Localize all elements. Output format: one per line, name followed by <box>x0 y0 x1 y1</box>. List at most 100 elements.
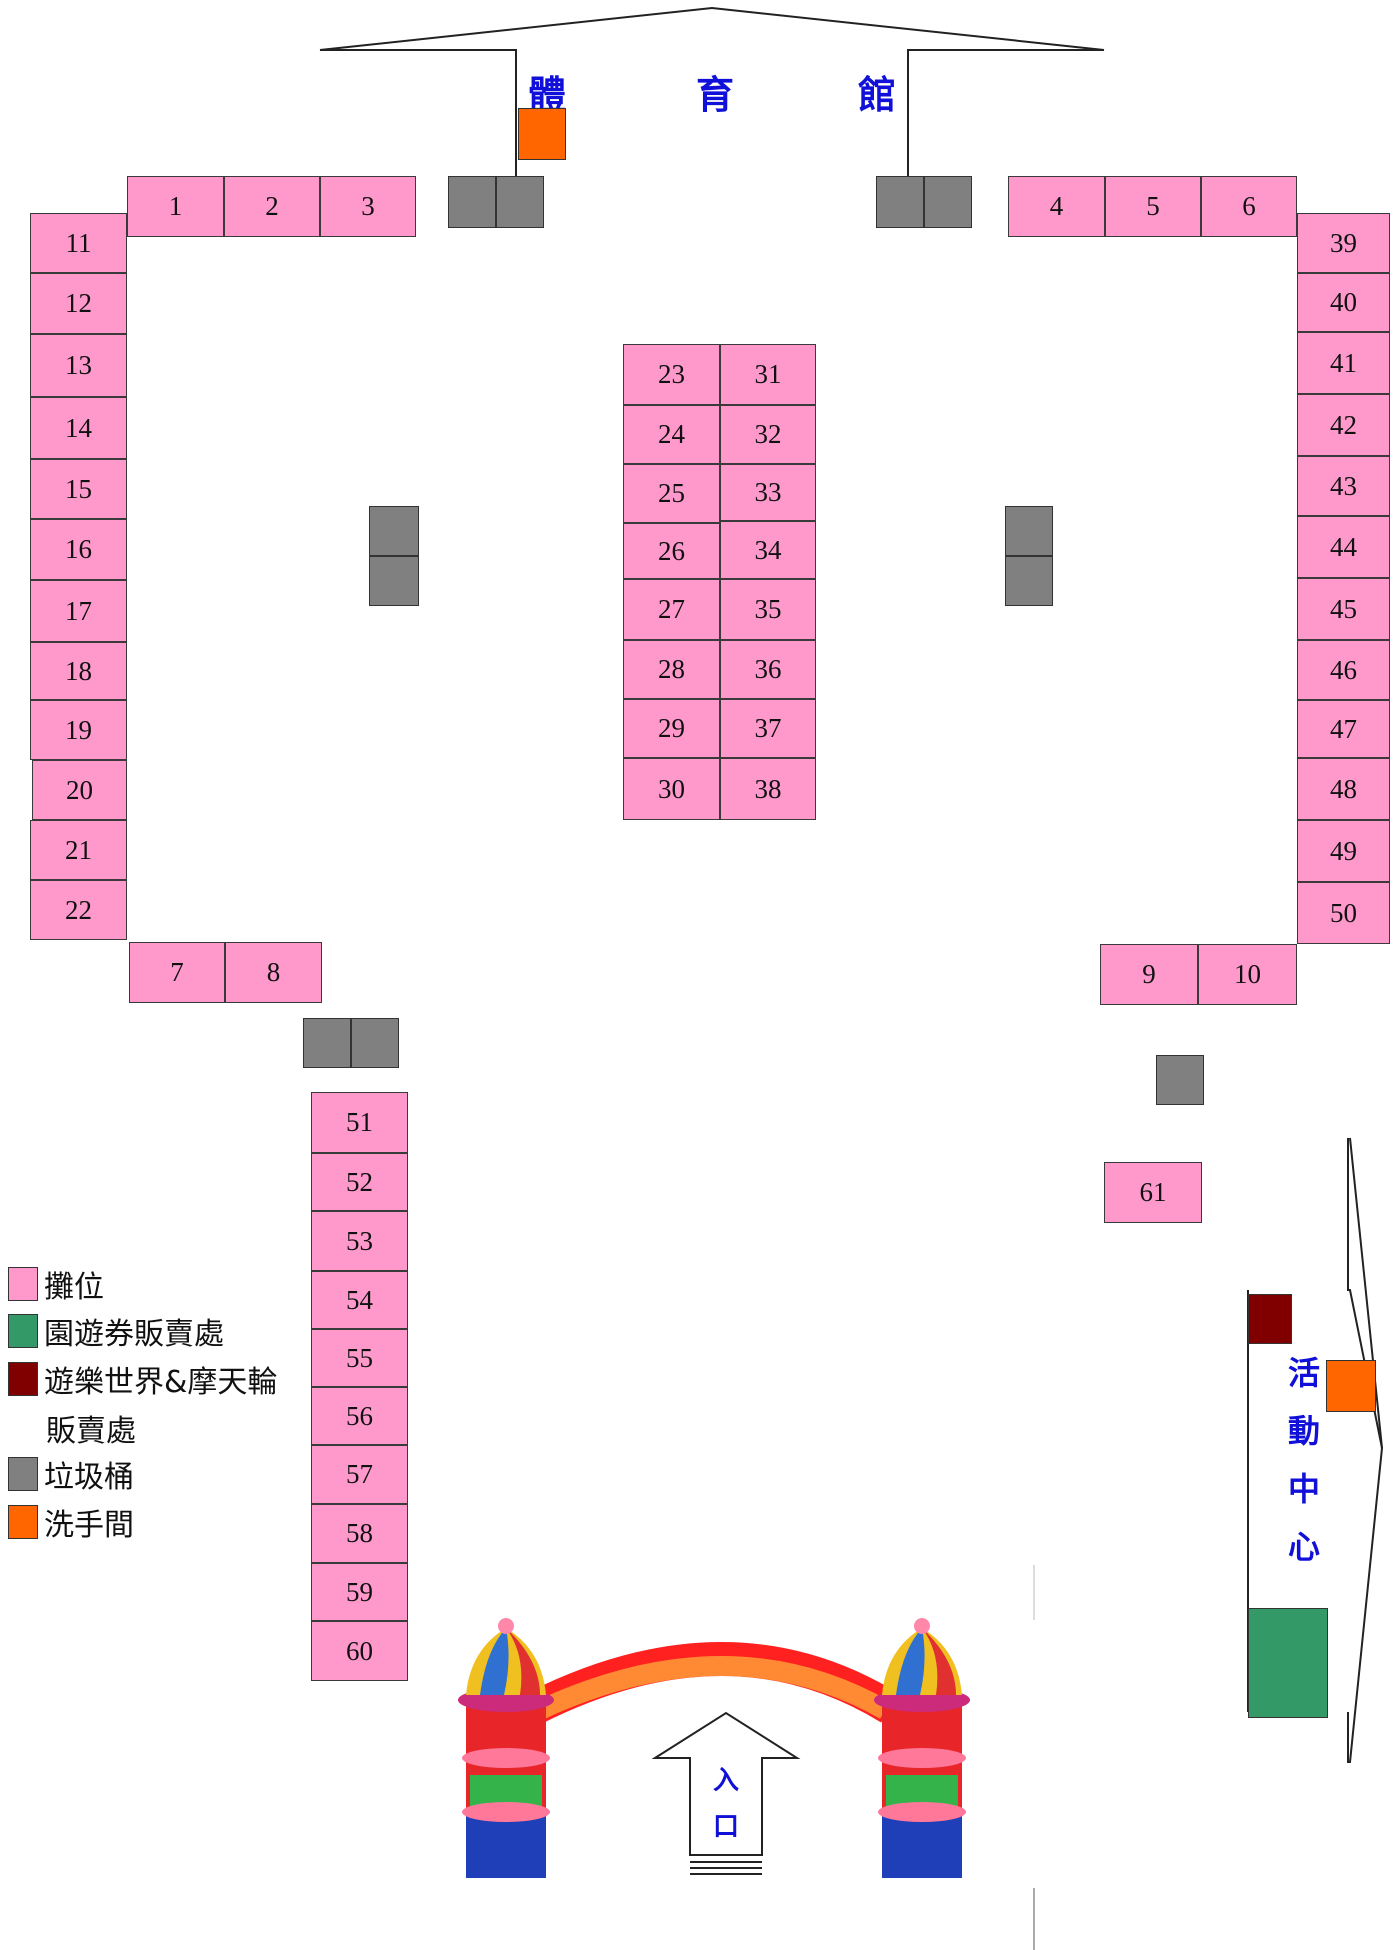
legend-trash-swatch <box>8 1457 38 1491</box>
booth-27[interactable]: 27 <box>623 579 720 640</box>
booth-57[interactable]: 57 <box>311 1445 408 1504</box>
booth-47[interactable]: 47 <box>1297 700 1390 758</box>
booth-9[interactable]: 9 <box>1100 944 1198 1005</box>
booth-11[interactable]: 11 <box>30 213 127 273</box>
booth-49[interactable]: 49 <box>1297 820 1390 882</box>
booth-30[interactable]: 30 <box>623 758 720 820</box>
ride-ticket-booth <box>1248 1294 1292 1344</box>
legend-ride-ticket-label-2: 販賣處 <box>46 1406 136 1450</box>
booth-58[interactable]: 58 <box>311 1504 408 1563</box>
booth-18[interactable]: 18 <box>30 642 127 700</box>
booth-25[interactable]: 25 <box>623 464 720 523</box>
entrance-label-char-2: 口 <box>713 1806 739 1843</box>
booth-16[interactable]: 16 <box>30 519 127 580</box>
gym-label-char-2: 育 <box>696 64 734 119</box>
booth-48[interactable]: 48 <box>1297 758 1390 820</box>
booth-54[interactable]: 54 <box>311 1271 408 1329</box>
booth-59[interactable]: 59 <box>311 1563 408 1621</box>
restroom-activity-center <box>1326 1360 1376 1412</box>
booth-38[interactable]: 38 <box>720 758 816 820</box>
restroom-gym <box>518 108 566 160</box>
booth-61[interactable]: 61 <box>1104 1162 1202 1223</box>
legend-trash: 垃圾桶 <box>8 1454 134 1494</box>
booth-3[interactable]: 3 <box>320 176 416 237</box>
booth-31[interactable]: 31 <box>720 344 816 405</box>
booth-35[interactable]: 35 <box>720 579 816 640</box>
legend-ticket-booth-swatch <box>8 1314 38 1348</box>
booth-4[interactable]: 4 <box>1008 176 1105 237</box>
booth-36[interactable]: 36 <box>720 640 816 699</box>
trash-bin <box>876 176 924 228</box>
legend-trash-label: 垃圾桶 <box>44 1452 134 1496</box>
legend-ride-ticket-label-1: 遊樂世界&摩天輪 <box>44 1357 277 1401</box>
legend-restroom: 洗手間 <box>8 1502 134 1542</box>
booth-5[interactable]: 5 <box>1105 176 1201 237</box>
booth-24[interactable]: 24 <box>623 405 720 464</box>
booth-42[interactable]: 42 <box>1297 394 1390 456</box>
booth-53[interactable]: 53 <box>311 1211 408 1271</box>
booth-55[interactable]: 55 <box>311 1329 408 1387</box>
booth-7[interactable]: 7 <box>129 942 225 1003</box>
legend-ticket-booth: 園遊券販賣處 <box>8 1311 224 1351</box>
booth-12[interactable]: 12 <box>30 273 127 334</box>
booth-19[interactable]: 19 <box>30 700 127 760</box>
gym-label-char-3: 館 <box>858 64 896 119</box>
booth-1[interactable]: 1 <box>127 176 224 237</box>
booth-44[interactable]: 44 <box>1297 516 1390 578</box>
booth-39[interactable]: 39 <box>1297 213 1390 273</box>
booth-52[interactable]: 52 <box>311 1153 408 1211</box>
legend-booth: 攤位 <box>8 1264 104 1304</box>
booth-46[interactable]: 46 <box>1297 640 1390 700</box>
trash-bin <box>351 1018 399 1068</box>
booth-10[interactable]: 10 <box>1198 944 1297 1005</box>
booth-41[interactable]: 41 <box>1297 332 1390 394</box>
booth-23[interactable]: 23 <box>623 344 720 405</box>
booth-60[interactable]: 60 <box>311 1621 408 1681</box>
booth-28[interactable]: 28 <box>623 640 720 699</box>
legend-restroom-swatch <box>8 1505 38 1539</box>
booth-32[interactable]: 32 <box>720 405 816 464</box>
booth-14[interactable]: 14 <box>30 397 127 459</box>
booth-43[interactable]: 43 <box>1297 456 1390 516</box>
booth-34[interactable]: 34 <box>720 521 816 579</box>
trash-bin <box>303 1018 351 1068</box>
booth-37[interactable]: 37 <box>720 699 816 758</box>
legend-ride-ticket-swatch <box>8 1362 38 1396</box>
trash-bin <box>1156 1055 1204 1105</box>
booth-13[interactable]: 13 <box>30 334 127 397</box>
legend-booth-label: 攤位 <box>44 1262 104 1306</box>
booth-33[interactable]: 33 <box>720 464 816 521</box>
booth-22[interactable]: 22 <box>30 880 127 940</box>
trash-bin <box>369 506 419 556</box>
booth-21[interactable]: 21 <box>30 820 127 880</box>
booth-40[interactable]: 40 <box>1297 273 1390 332</box>
booth-2[interactable]: 2 <box>224 176 320 237</box>
booth-15[interactable]: 15 <box>30 459 127 519</box>
activity-center-label-char-4: 心 <box>1288 1522 1320 1568</box>
booth-45[interactable]: 45 <box>1297 578 1390 640</box>
legend-ride-ticket: 遊樂世界&摩天輪 <box>8 1359 277 1399</box>
legend-booth-swatch <box>8 1267 38 1301</box>
ticket-booth <box>1248 1608 1328 1718</box>
trash-bin <box>1005 556 1053 606</box>
activity-center-label-char-3: 中 <box>1288 1464 1320 1510</box>
trash-bin <box>1005 506 1053 556</box>
activity-center-label-char-2: 動 <box>1288 1406 1320 1452</box>
legend-restroom-label: 洗手間 <box>44 1500 134 1544</box>
legend-ticket-booth-label: 園遊券販賣處 <box>44 1309 224 1353</box>
booth-50[interactable]: 50 <box>1297 882 1390 944</box>
trash-bin <box>496 176 544 228</box>
activity-center-roof <box>1348 1138 1382 1762</box>
activity-center-label-char-1: 活 <box>1288 1348 1320 1394</box>
booth-29[interactable]: 29 <box>623 699 720 758</box>
entrance-label-char-1: 入 <box>713 1760 739 1797</box>
booth-6[interactable]: 6 <box>1201 176 1297 237</box>
booth-20[interactable]: 20 <box>32 760 127 820</box>
booth-8[interactable]: 8 <box>225 942 322 1003</box>
trash-bin <box>448 176 496 228</box>
trash-bin <box>369 556 419 606</box>
booth-17[interactable]: 17 <box>30 580 127 642</box>
booth-56[interactable]: 56 <box>311 1387 408 1445</box>
booth-26[interactable]: 26 <box>623 523 720 579</box>
booth-51[interactable]: 51 <box>311 1092 408 1153</box>
